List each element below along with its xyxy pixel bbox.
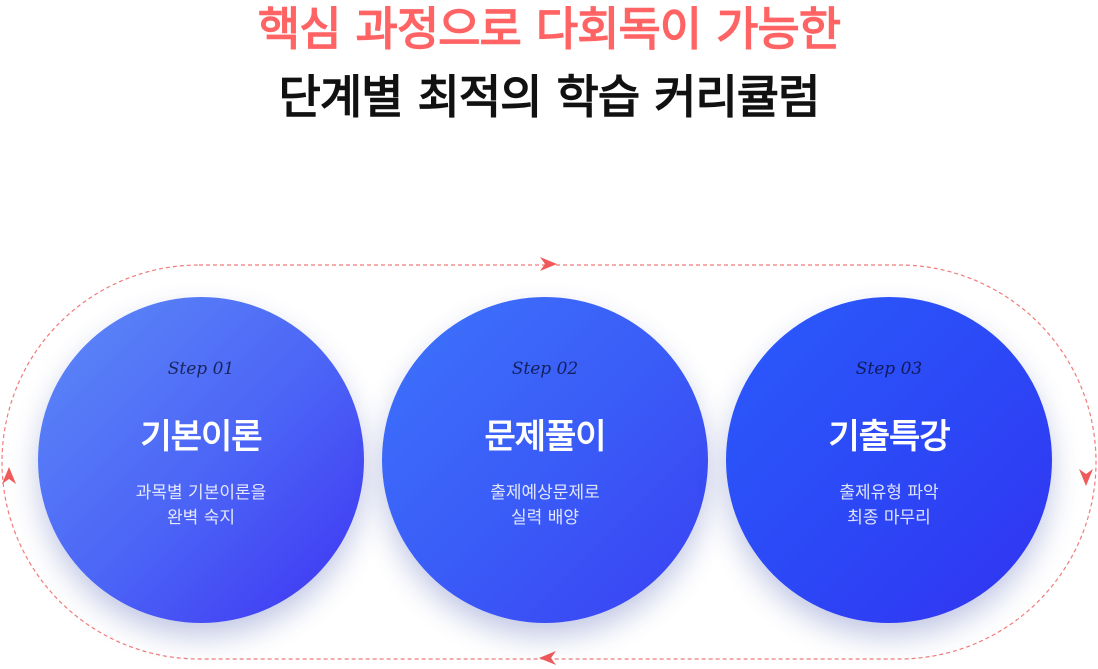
arrow-right-icon xyxy=(540,257,557,271)
step-circle-3: Step 03 기출특강 출제유형 파악 최종 마무리 xyxy=(726,297,1052,623)
step-title: 문제풀이 xyxy=(484,417,606,457)
arrow-down-icon xyxy=(1079,469,1093,486)
headline-accent: 핵심 과정으로 다회독이 가능한 xyxy=(257,2,841,56)
step-tag: Step 03 xyxy=(855,359,923,379)
arrow-up-icon xyxy=(2,467,16,484)
step-tag: Step 02 xyxy=(511,359,579,379)
step-title: 기본이론 xyxy=(140,417,262,457)
step-desc-line-1: 출제예상문제로 xyxy=(490,483,600,503)
step-circle-2: Step 02 문제풀이 출제예상문제로 실력 배양 xyxy=(382,297,708,623)
cycle-loop-path xyxy=(1,264,1097,660)
arrow-left-icon xyxy=(539,651,556,665)
step-desc: 출제유형 파악 최종 마무리 xyxy=(726,481,1052,531)
step-desc-line-1: 과목별 기본이론을 xyxy=(135,483,267,503)
step-desc-line-2: 완벽 숙지 xyxy=(167,508,235,528)
step-title: 기출특강 xyxy=(828,417,950,457)
step-desc: 출제예상문제로 실력 배양 xyxy=(382,481,708,531)
step-desc-line-2: 최종 마무리 xyxy=(847,508,931,528)
step-desc: 과목별 기본이론을 완벽 숙지 xyxy=(38,481,364,531)
headline-main: 단계별 최적의 학습 커리큘럼 xyxy=(278,70,821,124)
step-desc-line-1: 출제유형 파악 xyxy=(839,483,939,503)
step-tag: Step 01 xyxy=(167,359,235,379)
step-circle-1: Step 01 기본이론 과목별 기본이론을 완벽 숙지 xyxy=(38,297,364,623)
step-desc-line-2: 실력 배양 xyxy=(511,508,579,528)
